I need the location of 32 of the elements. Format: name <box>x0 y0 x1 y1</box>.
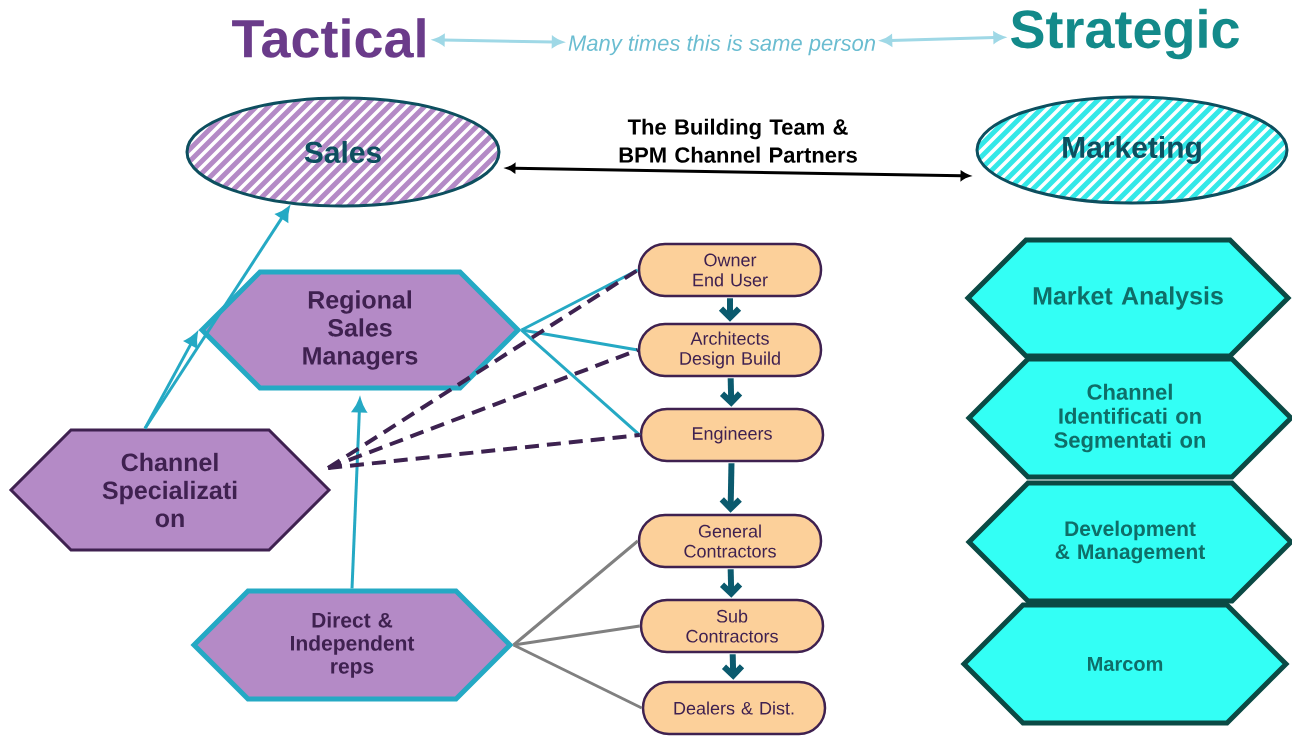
arrow <box>719 378 743 407</box>
hexagon: Channel Specializati on <box>8 428 332 552</box>
dashed-line <box>327 268 639 470</box>
hexagon: Marcom <box>960 602 1290 726</box>
note-text: Many times this is same person <box>568 34 876 56</box>
rounded-box: Engineers <box>639 407 825 463</box>
arrow <box>719 463 742 513</box>
connector-line <box>520 268 639 332</box>
arrow <box>719 569 743 598</box>
dashed-line <box>327 433 640 470</box>
hexagon: Development & Management <box>965 480 1292 604</box>
arrow <box>881 32 1005 46</box>
arrow <box>506 163 970 181</box>
arrow <box>433 34 563 48</box>
hexagon: Direct & Independent reps <box>190 588 514 702</box>
connector-line <box>512 643 643 710</box>
connector-line <box>521 328 638 352</box>
heading: Tactical <box>232 18 425 58</box>
rounded-box: Sub Contractors <box>639 598 825 654</box>
edge-label: The Building Team & BPM Channel Partners <box>619 118 857 163</box>
rounded-box: Architects Design Build <box>637 322 823 378</box>
rounded-box: Owner End User <box>637 242 823 298</box>
rounded-box: Dealers & Dist. <box>641 680 827 736</box>
arrow <box>350 398 367 589</box>
rounded-box: General Contractors <box>637 513 823 569</box>
heading: Strategic <box>1011 8 1239 60</box>
arrow <box>721 654 745 680</box>
hexagon: Regional Sales Managers <box>198 269 522 391</box>
arrow <box>143 332 198 430</box>
hexagon: Market Analysis <box>964 237 1292 359</box>
connector-line <box>513 624 640 647</box>
hexagon: Channel Identificati on Segmentati on <box>965 356 1292 480</box>
